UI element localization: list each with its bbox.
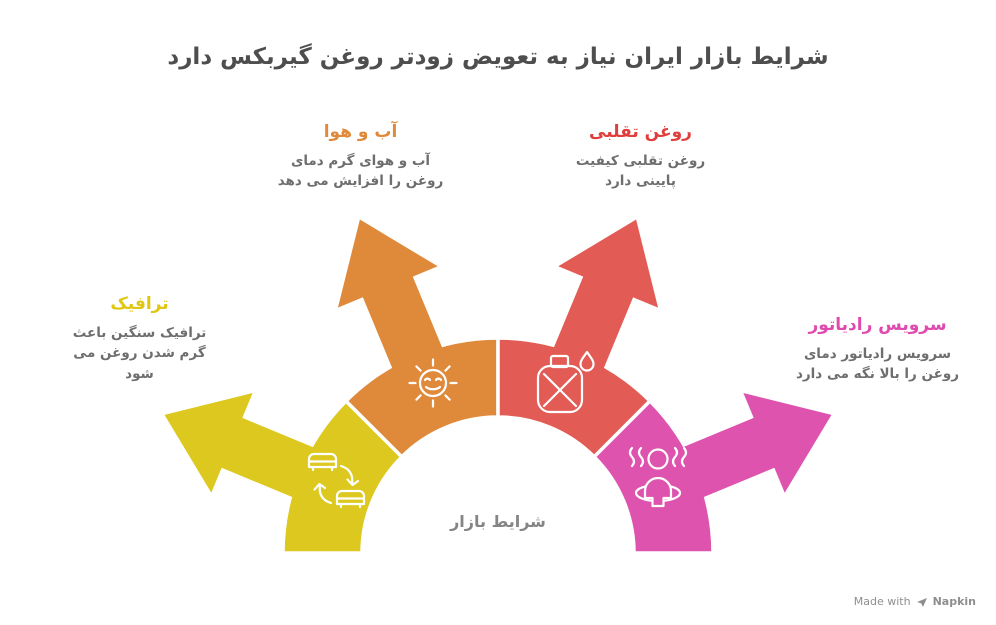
label-traffic: ترافیک ترافیک سنگین باعث گرم شدن روغن می… — [32, 294, 247, 384]
page-title: شرایط بازار ایران نیاز به تعویض زودتر رو… — [167, 44, 829, 70]
label-fake-oil-description: روغن تقلبی کیفیت پایینی دارد — [575, 153, 706, 190]
label-radiator-title: سرویس رادیاتور — [808, 315, 947, 335]
crossed-oil-canister-icon — [536, 350, 595, 414]
label-traffic-title: ترافیک — [110, 294, 169, 314]
person-heat-icon — [628, 446, 688, 508]
napkin-logo-icon — [916, 597, 927, 607]
label-weather-description: آب و هوای گرم دمای روغن را افزایش می دهد — [277, 153, 444, 190]
made-with-napkin: Made with Napkin — [854, 595, 976, 608]
label-weather-title: آب و هوا — [323, 122, 398, 142]
cars-swap-icon — [307, 452, 366, 509]
label-radiator-description: سرویس رادیاتور دمای روغن را بالا نگه می … — [795, 346, 959, 383]
label-fake-oil-title: روغن تقلبی — [589, 122, 692, 142]
segment-radiator — [592, 363, 854, 555]
smiling-sun-icon — [408, 358, 458, 408]
label-fake-oil: روغن تقلبی روغن تقلبی کیفیت پایینی دارد — [538, 122, 743, 192]
label-traffic-description: ترافیک سنگین باعث گرم شدن روغن می شود — [72, 325, 207, 382]
segment-weather — [308, 197, 500, 459]
center-label: شرایط بازار — [450, 512, 546, 531]
label-radiator: سرویس رادیاتور سرویس رادیاتور دمای روغن … — [775, 315, 980, 385]
label-weather: آب و هوا آب و هوای گرم دمای روغن را افزا… — [258, 122, 463, 192]
made-with-text: Made with — [853, 595, 911, 608]
napkin-brand-text: Napkin — [932, 595, 976, 608]
